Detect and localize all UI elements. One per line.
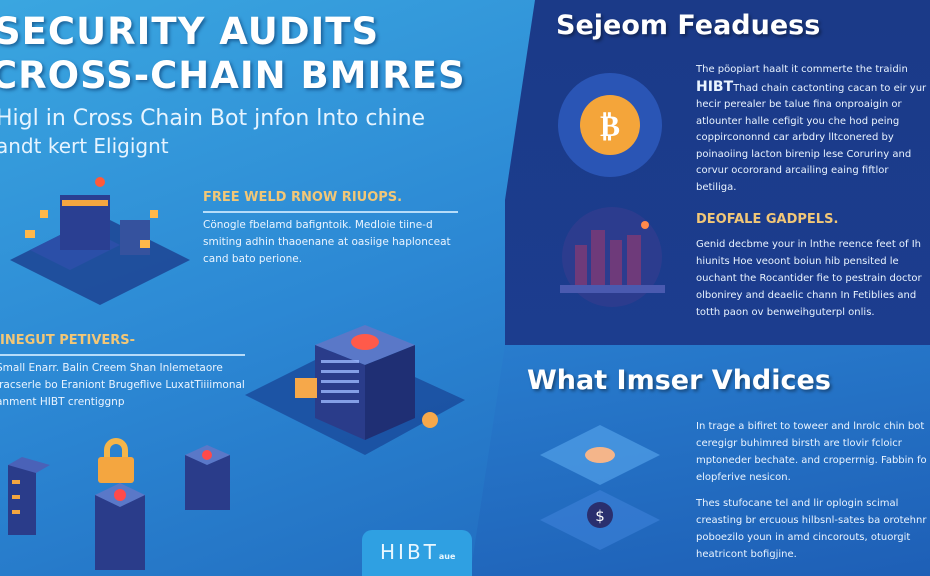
svg-text:₿: ₿ [600,109,620,144]
bitcoin-icon: ₿ [558,73,662,177]
section1-body: Cönogle fbelamd bafigntoik. Medloie tiin… [203,219,451,265]
right-section2-heading: DEOFALE GADPELS. [696,212,839,227]
city-skyline-icon [560,207,665,307]
section1-heading: FREE WELD RNOW RIUOPS. [203,190,403,205]
subtitle-line1: Higl in Cross Chain Bot jnfon lnto chine [0,106,426,131]
svg-text:$: $ [595,507,605,525]
section2-divider [0,354,245,356]
right-section3-body1: In trage a bifiret to toweer and lnrolc … [696,421,927,483]
right-section1-rest: Thad chain cactonting cacan to eir yur h… [696,82,927,193]
hibt-logo-text: HIBT [380,540,439,564]
isometric-city-illustration [10,177,190,305]
right-title: Sejeom Feaduess [556,10,821,41]
right-section1-body: The pöopiart haalt it commerte the traid… [696,62,930,196]
server-cube-illustration [245,325,465,455]
right-section2-body: Genid decbme your in lnthe reence feet o… [696,239,922,318]
right-section3-body2: Thes stufocane tel and lir oplogin scima… [696,498,927,560]
stacked-platform-illustration: $ [540,425,660,550]
lock-and-servers-illustration [8,438,230,570]
main-title-line2: CROSS-CHAIN BMIRES [0,54,466,97]
subtitle-line2: andt kert Eligignt [0,134,169,158]
section2-heading: INEGUT PETIVERS- [0,333,136,348]
right-section1-lead: The pöopiart haalt it commerte the traid… [696,64,908,75]
right-section1-highlight: HIBT [696,78,734,95]
main-title-line1: SECURITY AUDITS [0,10,380,53]
section1-divider [203,211,458,213]
hibt-logo: HIBTaue [362,530,472,576]
section2-body: Small Enarr. Balin Creem Shan Inlemetaor… [0,362,245,408]
right-section3-title: What Imser Vhdices [527,365,831,396]
hibt-logo-badge: aue [438,552,456,561]
